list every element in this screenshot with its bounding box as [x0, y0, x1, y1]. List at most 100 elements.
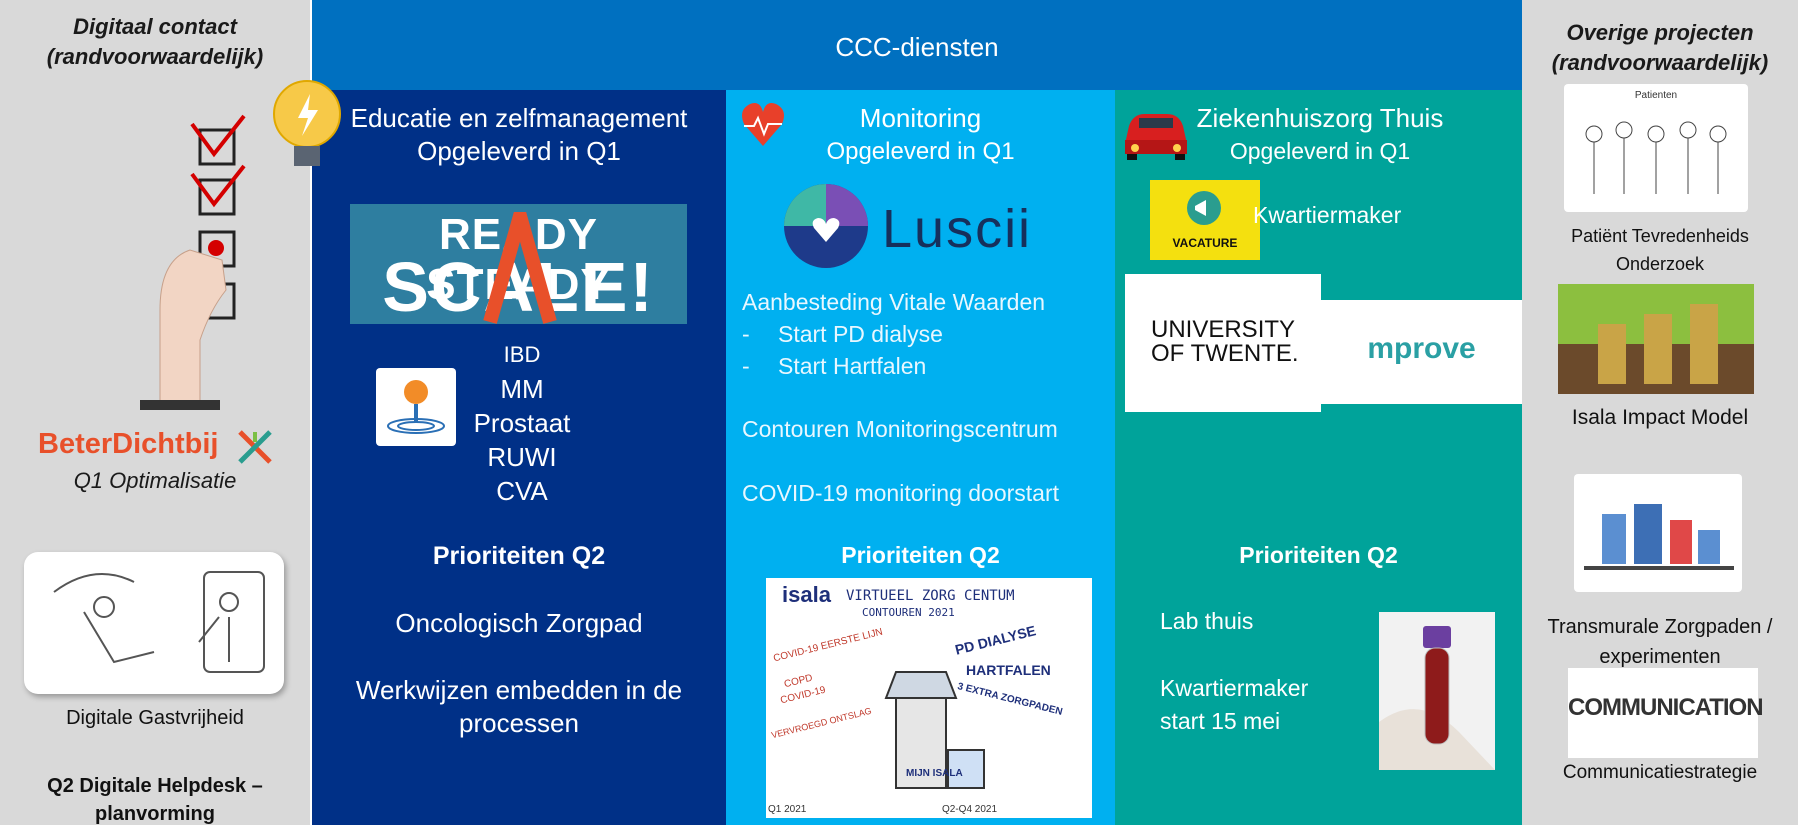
right-heading-line2: (randvoorwaardelijk)	[1551, 50, 1769, 75]
patient-crowd-image: Patienten	[1564, 84, 1748, 212]
transmural-city-image	[1574, 474, 1742, 592]
helpdesk-label: Q2 Digitale Helpdesk – planvorming	[0, 772, 310, 828]
col2-heading: Monitoring Opgeleverd in Q1	[726, 102, 1115, 168]
lightbulb-icon	[273, 80, 341, 166]
item-ibd: IBD	[503, 342, 541, 367]
column-educatie: Educatie en zelfmanagement Opgeleverd in…	[273, 80, 726, 825]
right-heading-line1: Overige projecten	[1566, 20, 1754, 45]
right-panel: Overige projecten (randvoorwaardelijk) P…	[1522, 0, 1798, 825]
left-heading: Digitaal contact (randvoorwaardelijk)	[0, 12, 310, 72]
comm-word: COMMUNICATION	[1568, 694, 1764, 721]
car-icon	[1125, 114, 1187, 160]
col2-sub2-row: -Start Hartfalen	[742, 353, 927, 379]
poster-label-mijn-isala: MIJN ISALA	[906, 768, 963, 779]
item-ruwi: RUWI	[487, 442, 557, 472]
communication-image: COMMUNICATION	[1568, 668, 1764, 758]
col1-items: IBD MM Prostaat RUWI CVA	[462, 338, 582, 508]
col3-title: Ziekenhuiszorg Thuis	[1196, 103, 1444, 133]
mprove-text: mprove	[1367, 332, 1476, 365]
col1-prio-heading: Prioriteiten Q2	[432, 542, 606, 570]
right-item3-line1: Transmurale Zorgpaden /	[1547, 616, 1773, 638]
column-monitoring: Monitoring Opgeleverd in Q1 Luscii Aanbe…	[726, 90, 1115, 825]
blood-tube-image	[1379, 612, 1495, 770]
logo-text-beter: Beter	[38, 428, 113, 460]
university-twente-logo: UNIVERSITY OF TWENTE.	[1125, 274, 1321, 412]
control-tower-icon	[884, 671, 985, 789]
poster-word: Patienten	[1634, 90, 1678, 101]
beterdichtbij-x-icon	[238, 430, 272, 464]
poster-brand: isala	[782, 582, 831, 607]
item-prostaat: Prostaat	[473, 408, 571, 438]
col2-prio-heading: Prioriteiten Q2	[841, 542, 1000, 568]
left-heading-line1: Digitaal contact	[73, 14, 237, 39]
luscii-logo-icon	[784, 184, 868, 268]
item-cva: CVA	[496, 476, 548, 506]
col1-title: Educatie en zelfmanagement	[350, 103, 688, 133]
right-item2: Isala Impact Model	[1571, 406, 1749, 429]
left-panel: Digitaal contact (randvoorwaardelijk) Be…	[0, 0, 310, 825]
col2-item1-sub1: Start PD dialyse	[778, 321, 943, 347]
ut-line2: OF TWENTE.	[1151, 340, 1299, 367]
item-mm: MM	[500, 374, 544, 404]
col1-prio1: Oncologisch Zorgpad	[395, 608, 643, 638]
helpdesk-line1: Q2 Digitale Helpdesk –	[47, 775, 263, 797]
col2-sub1-row: -Start PD dialyse	[742, 321, 943, 347]
col3-prio2: Kwartiermaker start 15 mei	[1160, 672, 1308, 738]
poster-title: VIRTUEEL ZORG CENTUM	[846, 588, 1015, 604]
header-title: CCC-diensten	[835, 32, 999, 62]
col3-subtitle: Opgeleverd in Q1	[1229, 138, 1411, 164]
logo-text-dichtbij: Dichtbij	[112, 428, 219, 460]
vacature-badge: VACATURE	[1150, 180, 1260, 260]
col2-item1: Aanbesteding Vitale Waarden	[742, 289, 1046, 315]
poster-label-hartfalen: HARTFALEN	[966, 662, 1051, 678]
col2-title: Monitoring	[859, 103, 982, 133]
ready-steady-scale-banner: READY STEADY SCALE!	[350, 204, 687, 324]
right-item1-line1: Patiënt Tevredenheids	[1571, 226, 1749, 246]
poster-label-pd-dialyse: PD DIALYSE	[953, 622, 1038, 658]
right-item4: Communicatiestrategie	[1562, 762, 1758, 783]
col3-heading: Ziekenhuiszorg Thuis Opgeleverd in Q1	[1155, 102, 1485, 168]
ut-text: UNIVERSITY OF TWENTE.	[1151, 318, 1299, 366]
poster-label-q2-q4: Q2-Q4 2021	[942, 804, 998, 815]
app-icon-image	[376, 368, 456, 446]
poster-label-q1: Q1 2021	[768, 804, 807, 815]
col2-item2: Contouren Monitoringscentrum	[742, 416, 1058, 442]
col2-subtitle: Opgeleverd in Q1	[826, 138, 1015, 165]
coins-plants-image	[1558, 284, 1754, 394]
poster-subtitle: CONTOUREN 2021	[862, 606, 955, 619]
right-item3-line2: experimenten	[1599, 646, 1721, 668]
col1-prio2: Werkwijzen embedden in de processen	[312, 674, 726, 740]
col2-list: Aanbesteding Vitale Waarden -Start PD di…	[742, 286, 1045, 382]
checklist-hand-icon	[140, 114, 246, 410]
col3-prio2-line1: Kwartiermaker	[1160, 675, 1309, 701]
digital-hospitality-image	[24, 552, 284, 694]
blood-tube-icon	[1379, 626, 1495, 770]
virtueel-zorg-centrum-poster: isala VIRTUEEL ZORG CENTUM CONTOUREN 202…	[766, 578, 1092, 818]
ut-line1: UNIVERSITY	[1151, 316, 1296, 343]
poster-label-vervroegd-ontslag: VERVROEGD ONTSLAG	[770, 705, 873, 741]
col3-kwartiermaker: Kwartiermaker	[1253, 202, 1402, 228]
col2-item3: COVID-19 monitoring doorstart	[742, 480, 1060, 506]
mprove-logo: mprove	[1321, 300, 1522, 404]
left-heading-line2: (randvoorwaardelijk)	[46, 44, 264, 69]
vacature-text: VACATURE	[1172, 236, 1238, 250]
col1-subtitle: Opgeleverd in Q1	[417, 136, 621, 166]
banner-line2: SCALE!	[382, 248, 655, 326]
megaphone-icon	[1187, 191, 1221, 225]
col3-prio-heading: Prioriteiten Q2	[1239, 542, 1398, 568]
col1-prio2-line2: processen	[459, 708, 579, 738]
ccc-header: CCC-diensten	[312, 0, 1522, 90]
right-item1: Patiënt Tevredenheids Onderzoek	[1522, 222, 1798, 278]
column-ziekenhuiszorg: Ziekenhuiszorg Thuis Opgeleverd in Q1 VA…	[1115, 90, 1522, 825]
gastvrijheid-label: Digitale Gastvrijheid	[66, 707, 244, 729]
right-item3: Transmurale Zorgpaden / experimenten	[1522, 612, 1798, 672]
col1-prio2-line1: Werkwijzen embedden in de	[355, 675, 683, 705]
col3-prio2-line2: start 15 mei	[1160, 708, 1281, 734]
col2-item1-sub2: Start Hartfalen	[778, 353, 927, 379]
col1-heading: Educatie en zelfmanagement Opgeleverd in…	[312, 102, 726, 168]
col3-prio1: Lab thuis	[1160, 608, 1254, 634]
helpdesk-line2: planvorming	[94, 803, 215, 825]
beterdichtbij-logo: BeterDichtbij	[38, 428, 219, 461]
luscii-logo-text: Luscii	[882, 199, 1033, 259]
optimalisatie-label: Q1 Optimalisatie	[73, 468, 237, 493]
